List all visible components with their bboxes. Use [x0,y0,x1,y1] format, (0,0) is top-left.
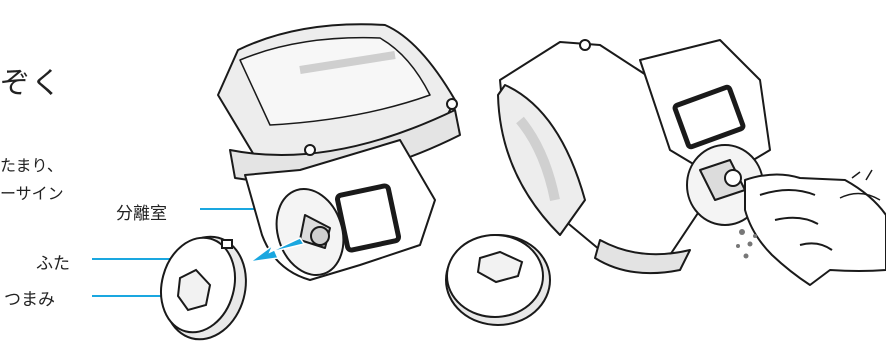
right-detached-lid-icon [446,235,550,325]
detached-lid-icon [151,227,257,343]
hand-cleaning-with-cloth-icon [745,170,886,285]
vacuum-dust-cup-inverted-icon [498,40,770,273]
dust-particles [736,229,757,259]
vacuum-dust-cup-opened-icon [218,24,460,283]
